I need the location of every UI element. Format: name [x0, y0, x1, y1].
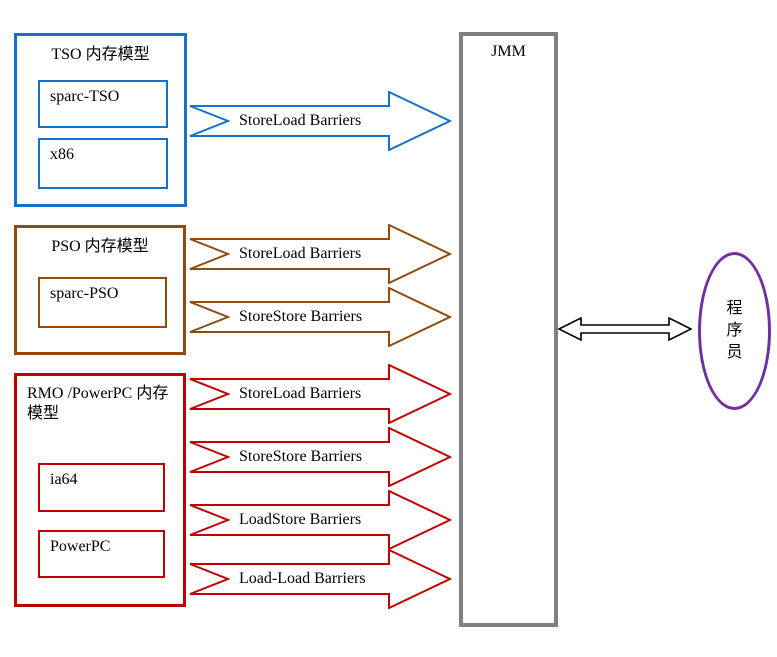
ia64-box: ia64 — [38, 463, 165, 512]
sparc-tso-box: sparc-TSO — [38, 80, 168, 128]
arrow-label: Load-Load Barriers — [239, 570, 366, 587]
arrow-label: StoreStore Barriers — [239, 308, 363, 325]
tso-memory-model-box: TSO 内存模型 sparc-TSO x86 — [14, 33, 187, 207]
arrow-rmo-loadload-barriers: Load-Load Barriers — [189, 549, 452, 609]
x86-box: x86 — [38, 138, 168, 189]
arrow-rmo-loadstore-barriers: LoadStore Barriers — [189, 490, 452, 550]
arrow-rmo-storestore-barriers: StoreStore Barriers — [189, 427, 452, 487]
arrow-tso-storeload-barriers: StoreLoad Barriers — [189, 91, 452, 151]
notched-right-arrow-icon — [189, 224, 452, 284]
notched-right-arrow-icon — [189, 91, 452, 151]
double-headed-arrow-icon — [558, 317, 692, 341]
arrow-label: StoreLoad Barriers — [239, 385, 362, 402]
powerpc-box: PowerPC — [38, 530, 165, 578]
programmer-ellipse: 程 序 员 — [698, 252, 771, 410]
notched-right-arrow-icon — [189, 287, 452, 347]
jmm-title: JMM — [491, 43, 526, 60]
notched-right-arrow-icon — [189, 549, 452, 609]
pso-box-title: PSO 内存模型 — [51, 238, 149, 255]
notched-right-arrow-icon — [189, 364, 452, 424]
arrow-label: LoadStore Barriers — [239, 511, 362, 528]
jmm-box: JMM — [459, 32, 558, 627]
notched-right-arrow-icon — [189, 427, 452, 487]
pso-memory-model-box: PSO 内存模型 sparc-PSO — [14, 225, 186, 355]
arrow-label: StoreStore Barriers — [239, 448, 363, 465]
arrow-pso-storeload-barriers: StoreLoad Barriers — [189, 224, 452, 284]
arrow-label: StoreLoad Barriers — [239, 112, 362, 129]
arrow-label: StoreLoad Barriers — [239, 245, 362, 262]
sparc-pso-box: sparc-PSO — [38, 277, 167, 328]
rmo-box-title: RMO /PowerPC 内存模型 — [27, 385, 169, 422]
programmer-char: 序 — [726, 322, 743, 339]
programmer-char: 员 — [726, 344, 743, 361]
programmer-label: 程 序 员 — [726, 298, 742, 364]
tso-box-title: TSO 内存模型 — [51, 46, 150, 63]
rmo-powerpc-memory-model-box: RMO /PowerPC 内存模型 ia64 PowerPC — [14, 373, 186, 607]
programmer-char: 程 — [726, 300, 743, 317]
arrow-rmo-storeload-barriers: StoreLoad Barriers — [189, 364, 452, 424]
arrow-pso-storestore-barriers: StoreStore Barriers — [189, 287, 452, 347]
